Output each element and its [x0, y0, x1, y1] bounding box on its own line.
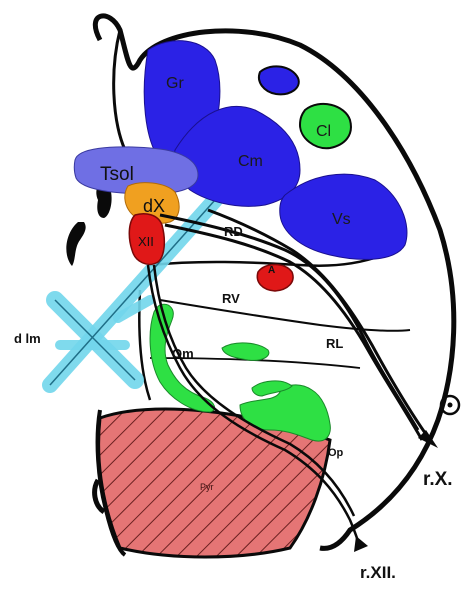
- label-cm: Cm: [238, 153, 263, 170]
- label-rv: RV: [222, 291, 240, 306]
- label-rxii: r.XII.: [360, 563, 396, 582]
- label-rl: RL: [326, 336, 343, 351]
- label-cl: Cl: [316, 123, 331, 140]
- label-vs: Vs: [332, 211, 351, 228]
- label-a: A: [268, 265, 275, 276]
- label-om: Om: [172, 346, 194, 361]
- label-op: Op: [328, 447, 344, 459]
- label-dlm: d lm: [14, 331, 41, 346]
- label-gr: Gr: [166, 75, 184, 92]
- divider-line-rv: [160, 300, 410, 331]
- nucleus-green-small: [222, 343, 269, 360]
- label-rx: r.X.: [423, 469, 453, 490]
- label-tsol: Tsol: [100, 164, 134, 185]
- crescent-shape: [66, 222, 85, 266]
- label-pyr: Pyr: [200, 482, 214, 492]
- label-rd: RD: [224, 224, 243, 239]
- label-dx: dX: [143, 196, 165, 216]
- hypoglossal-root-arrowhead: [354, 536, 368, 552]
- label-xii: XII: [138, 234, 154, 249]
- small-circle-dot: [448, 403, 453, 408]
- nucleus-small-blue: [259, 66, 299, 94]
